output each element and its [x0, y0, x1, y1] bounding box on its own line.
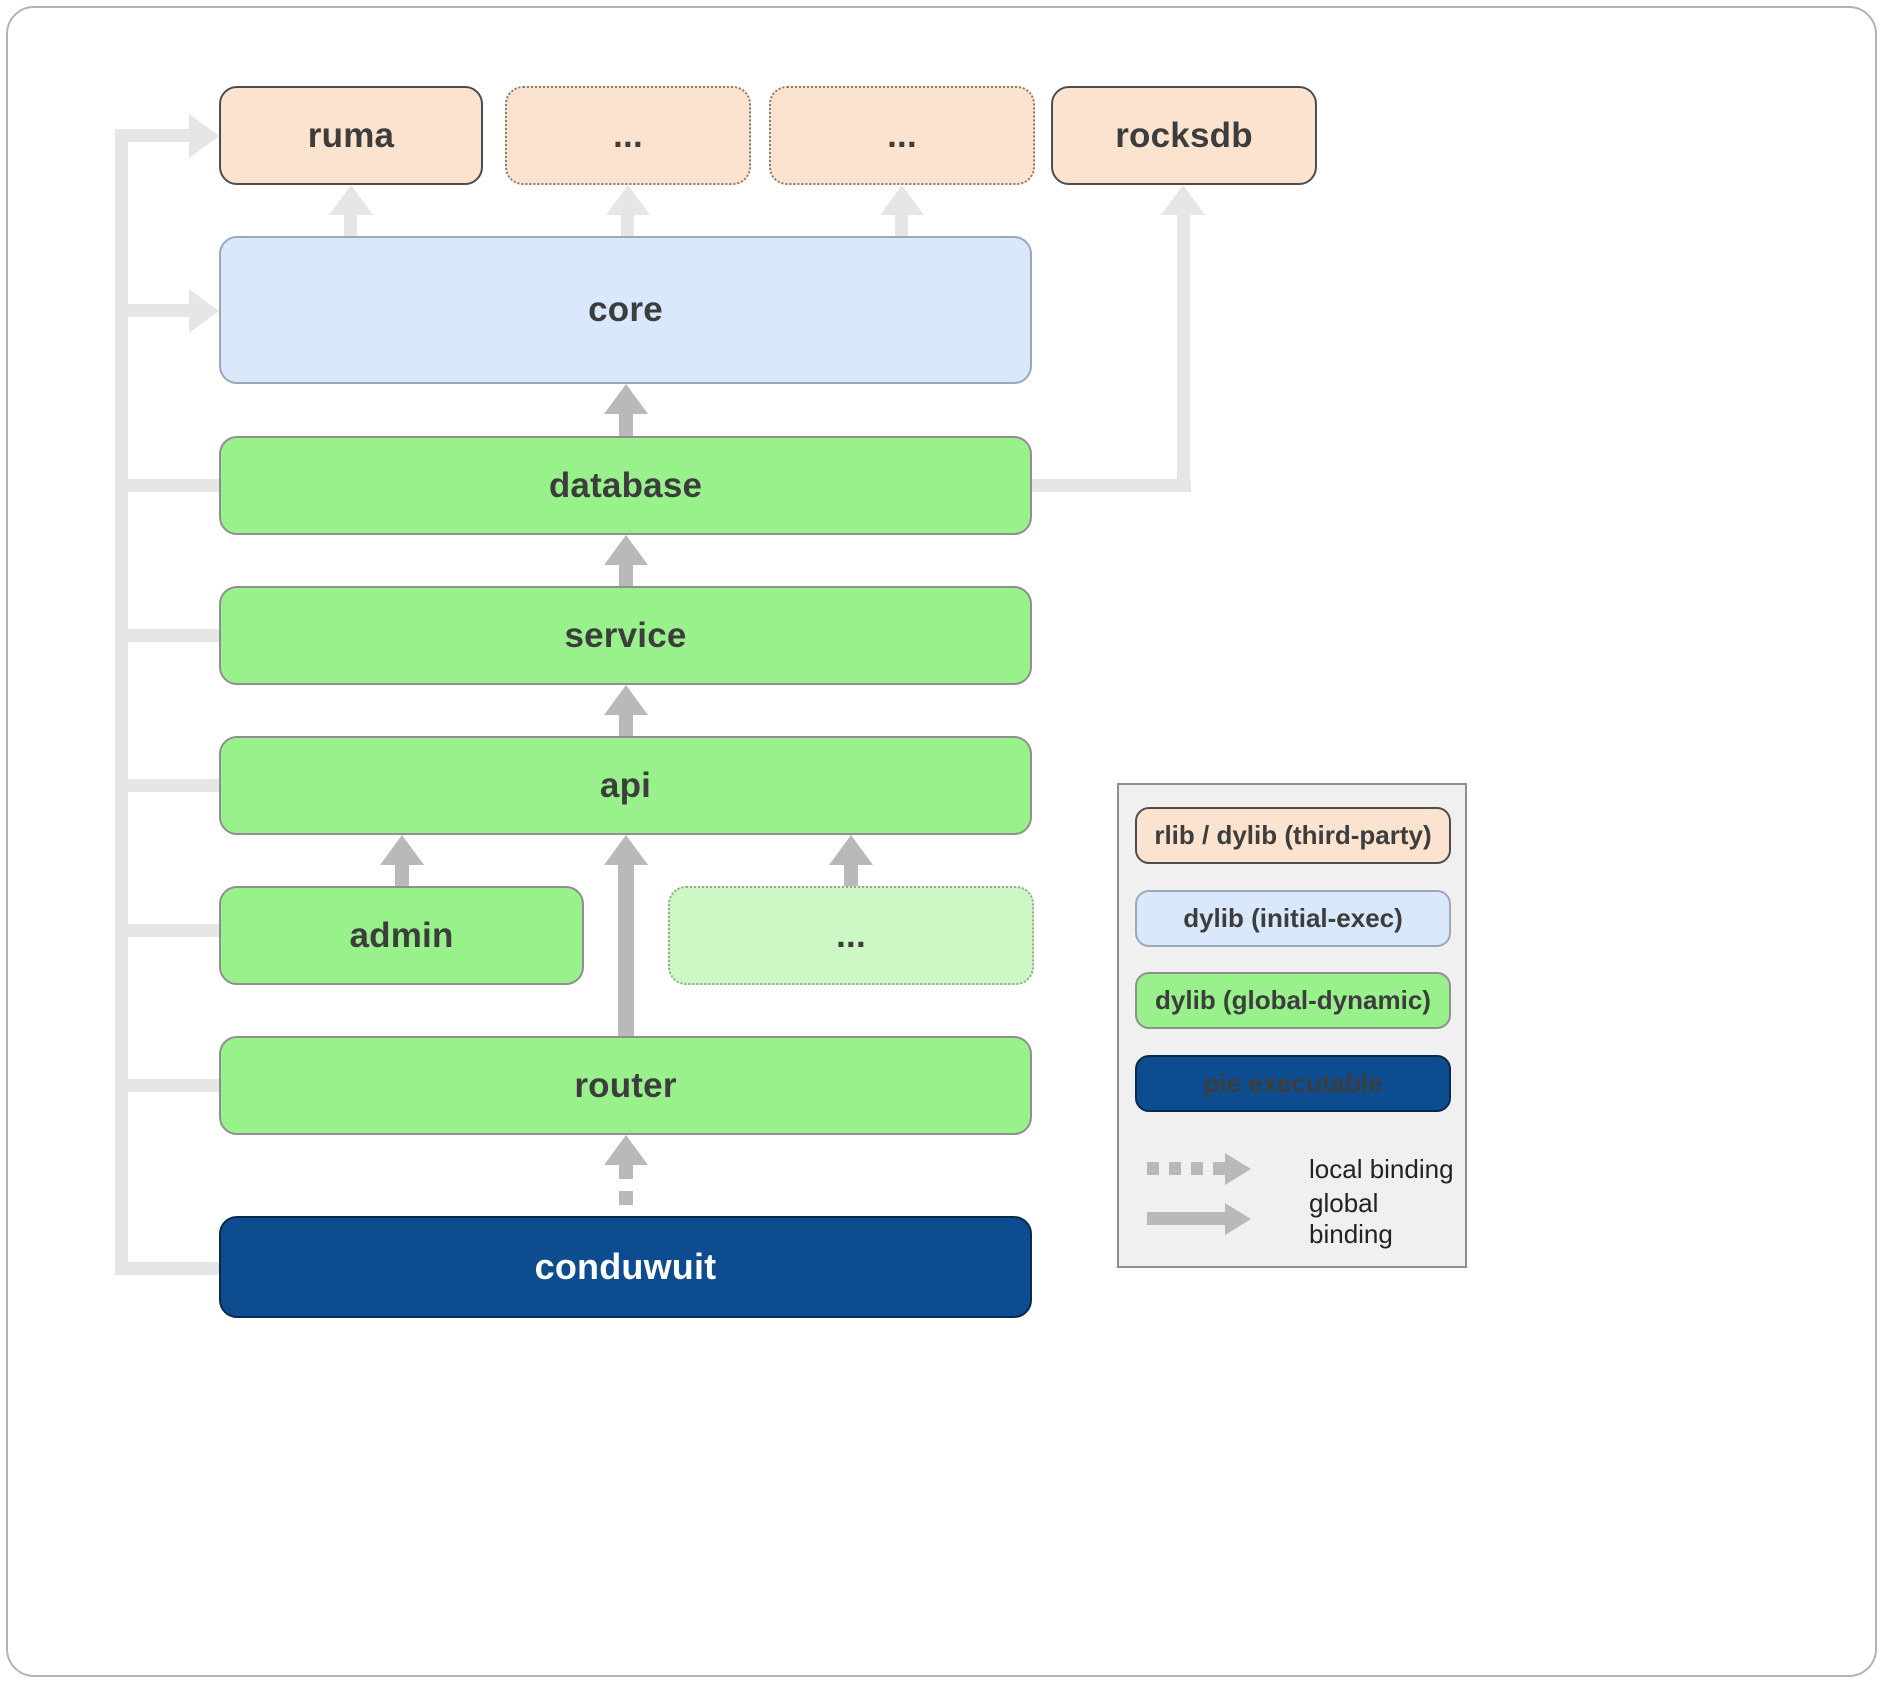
- local-binding-dashed-arrow-shaft-icon: [1147, 1162, 1225, 1175]
- diagram-frame: [6, 6, 1877, 1677]
- arrow-core-to-ellipsis2-shaft: [895, 215, 908, 236]
- node-ellipsis-top-1: ...: [505, 86, 751, 185]
- arrow-database-to-rocksdb-head-icon: [1161, 185, 1205, 215]
- node-router: router: [219, 1036, 1032, 1135]
- legend-item-pie-executable: pie executable: [1135, 1055, 1451, 1112]
- arrow-database-to-core-shaft: [619, 414, 633, 436]
- branch-to-database-line: [128, 479, 219, 492]
- node-ellipsis-top-2: ...: [769, 86, 1035, 185]
- arrow-database-to-rocksdb-hsegment: [1032, 479, 1191, 492]
- local-binding-arrowhead-icon: [1225, 1153, 1251, 1185]
- legend-local-binding-label: local binding: [1309, 1153, 1454, 1184]
- branch-to-router-line: [128, 1079, 219, 1092]
- arrow-service-to-database-shaft: [619, 565, 633, 586]
- arrowhead-into-ruma-icon: [189, 114, 219, 158]
- legend-item-initial-exec: dylib (initial-exec): [1135, 890, 1451, 947]
- arrow-router-to-api-head-icon: [604, 835, 648, 865]
- node-api: api: [219, 736, 1032, 835]
- node-ruma: ruma: [219, 86, 483, 185]
- node-rocksdb: rocksdb: [1051, 86, 1317, 185]
- arrow-admin-to-api-head-icon: [380, 835, 424, 865]
- arrow-api-to-service-shaft: [619, 715, 633, 736]
- branch-to-ruma-line: [128, 129, 189, 142]
- arrowhead-into-core-icon: [189, 289, 219, 333]
- arrow-ellipsis-to-api-shaft: [844, 865, 858, 886]
- arrow-service-to-database-head-icon: [604, 535, 648, 565]
- legend-item-third-party: rlib / dylib (third-party): [1135, 807, 1451, 864]
- arrow-core-to-ellipsis1-shaft: [621, 215, 634, 236]
- arrow-api-to-service-head-icon: [604, 685, 648, 715]
- arrow-ellipsis-to-api-head-icon: [829, 835, 873, 865]
- node-admin: admin: [219, 886, 584, 985]
- arrow-admin-to-api-shaft: [395, 865, 409, 886]
- branch-to-core-line: [128, 304, 189, 317]
- legend-item-global-dynamic: dylib (global-dynamic): [1135, 972, 1451, 1029]
- node-core: core: [219, 236, 1032, 384]
- branch-to-admin-line: [128, 924, 219, 937]
- arrow-conduwuit-to-router-dashed-shaft: [619, 1165, 633, 1216]
- global-binding-arrow-shaft-icon: [1147, 1212, 1225, 1225]
- arrow-core-to-ruma-shaft: [344, 215, 357, 236]
- legend: rlib / dylib (third-party) dylib (initia…: [1117, 783, 1467, 1268]
- arrow-core-to-ruma-head-icon: [329, 185, 373, 215]
- arrow-database-to-rocksdb-vsegment: [1177, 215, 1190, 492]
- node-ellipsis-mid: ...: [668, 886, 1034, 985]
- global-binding-trunk-line: [115, 129, 128, 1275]
- arrow-router-to-api-shaft: [618, 865, 634, 1036]
- node-service: service: [219, 586, 1032, 685]
- branch-from-conduwuit-line: [128, 1262, 219, 1275]
- arrow-core-to-ellipsis2-head-icon: [880, 185, 924, 215]
- branch-to-service-line: [128, 629, 219, 642]
- arrow-database-to-core-head-icon: [604, 384, 648, 414]
- node-conduwuit: conduwuit: [219, 1216, 1032, 1318]
- node-database: database: [219, 436, 1032, 535]
- arrow-core-to-ellipsis1-head-icon: [606, 185, 650, 215]
- legend-global-binding-label: global binding: [1309, 1188, 1393, 1249]
- arrow-conduwuit-to-router-head-icon: [604, 1135, 648, 1165]
- branch-to-api-line: [128, 779, 219, 792]
- global-binding-arrowhead-icon: [1225, 1203, 1251, 1235]
